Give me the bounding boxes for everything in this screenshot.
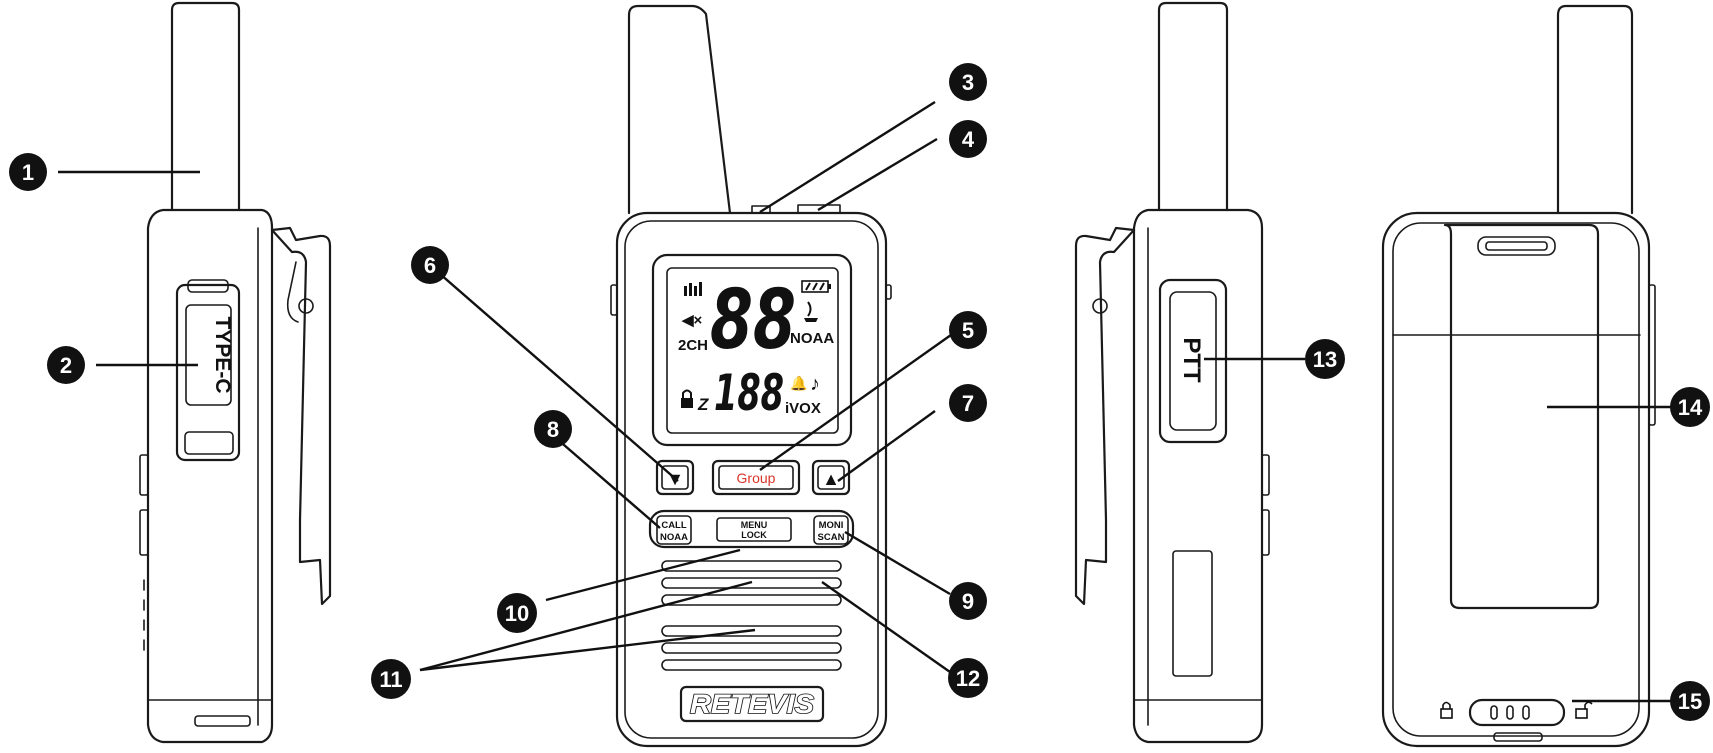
belt-clip-left	[270, 226, 332, 606]
leader-lines	[58, 100, 1700, 703]
belt-clip-back	[1443, 223, 1600, 610]
battery-latch[interactable]	[1468, 698, 1566, 727]
lock-icon	[681, 389, 693, 408]
callout-3: 3	[949, 63, 987, 101]
mute-icon: ◀×	[681, 312, 703, 329]
callout-2: 2	[47, 346, 85, 384]
callout-7: 7	[949, 384, 987, 422]
callout-12: 12	[948, 658, 988, 698]
antenna-front-view	[627, 4, 732, 215]
channel-digits: 88	[710, 273, 796, 368]
brand-logo: RETEVIS	[690, 689, 814, 719]
antenna-right-view	[1157, 1, 1229, 212]
group-button[interactable]	[711, 459, 801, 496]
callout-8: 8	[534, 410, 572, 448]
up-button[interactable]	[811, 459, 851, 496]
scan-label: SCAN	[818, 532, 845, 543]
callout-6-label: 6	[424, 253, 436, 278]
type-c-cover	[175, 283, 241, 462]
music-note-icon: ♪	[810, 373, 820, 395]
top-button-3	[751, 205, 771, 214]
unlocked-icon	[1575, 701, 1593, 719]
callout-10-label: 10	[505, 601, 529, 626]
up-arrow-icon: ▲	[822, 469, 840, 489]
antenna-left-view	[170, 1, 241, 212]
lcd-screen	[666, 267, 839, 434]
brand-logo-plate	[679, 685, 825, 723]
antenna-back-view	[1556, 4, 1634, 215]
radio-body-side	[146, 208, 274, 744]
signal-icon	[684, 282, 702, 296]
menu-label: MENU	[741, 520, 768, 530]
bell-icon: 🔔	[790, 375, 807, 392]
callout-1-label: 1	[22, 160, 34, 185]
callout-12-label: 12	[956, 666, 980, 691]
moni-scan-button[interactable]	[813, 515, 849, 545]
left-side-view: TYPE-C	[139, 1, 332, 744]
radio-body-right	[1132, 208, 1264, 744]
belt-clip-right	[1074, 226, 1136, 606]
callout-5-label: 5	[962, 318, 974, 343]
call-noaa-button[interactable]	[656, 515, 692, 545]
moni-label: MONI	[819, 520, 844, 531]
type-c-label: TYPE-C	[211, 316, 234, 393]
battery-icon	[801, 280, 831, 293]
callout-10: 10	[497, 593, 537, 633]
callout-4-label: 4	[962, 127, 975, 152]
callout-6: 6	[411, 246, 449, 284]
code-digits: 188	[714, 364, 784, 422]
vibrate-icon	[804, 301, 818, 322]
ivox-label: iVOX	[785, 400, 821, 417]
callout-11: 11	[371, 659, 411, 699]
z-icon: Z	[697, 395, 709, 414]
callout-13-label: 13	[1313, 347, 1337, 372]
group-label: Group	[737, 470, 776, 486]
callout-3-label: 3	[962, 70, 974, 95]
callout-14: 14	[1670, 387, 1710, 427]
callout-13: 13	[1305, 339, 1345, 379]
speaker-grill	[661, 560, 842, 671]
front-view: ◀× 88 2CH NOAA Z 188 🔔 ♪ iVOX ▼ Group ▲ …	[610, 4, 892, 748]
radio-body-back	[1381, 211, 1651, 748]
callout-15-label: 15	[1678, 689, 1702, 714]
callout-8-label: 8	[547, 417, 559, 442]
top-button-4	[797, 204, 841, 214]
callout-1: 1	[9, 153, 47, 191]
ptt-button[interactable]	[1158, 278, 1228, 444]
back-view	[1381, 4, 1656, 748]
lock-label: LOCK	[741, 530, 767, 540]
callout-15: 15	[1670, 681, 1710, 721]
callout-4: 4	[949, 120, 987, 158]
noaa-lcd-label: NOAA	[790, 330, 834, 347]
key-panel-row2	[648, 509, 855, 549]
callout-5: 5	[949, 311, 987, 349]
down-button[interactable]	[655, 459, 695, 496]
callout-11-label: 11	[379, 667, 402, 692]
right-side-view: PTT	[1074, 1, 1270, 744]
radio-body-front	[615, 211, 888, 748]
noaa-key-label: NOAA	[660, 532, 688, 543]
locked-icon	[1440, 701, 1453, 719]
lcd-bezel	[651, 253, 853, 447]
two-ch-label: 2CH	[678, 337, 708, 354]
callout-9-label: 9	[962, 589, 974, 614]
callout-14-label: 14	[1678, 395, 1703, 420]
callout-2-label: 2	[60, 353, 72, 378]
ptt-label: PTT	[1178, 337, 1205, 383]
call-label: CALL	[661, 520, 687, 531]
menu-lock-button[interactable]	[716, 517, 792, 542]
callout-7-label: 7	[962, 391, 974, 416]
callout-9: 9	[949, 582, 987, 620]
